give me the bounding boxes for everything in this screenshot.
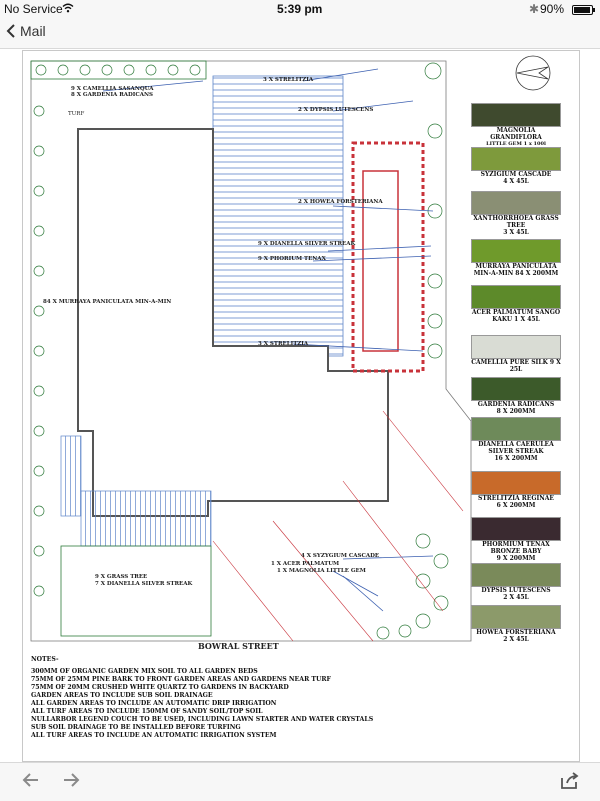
plant-photo <box>471 103 561 127</box>
plant-photo <box>471 517 561 541</box>
note-line: NULLARBOR LEGEND COUCH TO BE USED, INCLU… <box>31 716 374 723</box>
share-icon[interactable] <box>560 772 580 795</box>
battery-label: 90% <box>540 2 565 16</box>
plan-label: 3 X STRELITZIA <box>258 341 309 347</box>
status-bar: No Service 5:39 pm ✱ 90% <box>0 0 600 18</box>
wifi-icon <box>62 2 74 16</box>
plan-label: 7 X DIANELLA SILVER STREAK <box>95 581 193 587</box>
plant-detail: 2 X 45L <box>503 594 529 601</box>
bottom-toolbar <box>0 762 600 801</box>
plant-legend-item: PHORMIUM TENAX BRONZE BABY 9 X 200MM <box>471 517 561 562</box>
plan-label: 3 X STRELITZIA <box>263 77 314 83</box>
landscape-plan-document[interactable]: 9 X CAMELLIA SASANQUA 8 X GARDENIA RADIC… <box>22 50 580 762</box>
arrow-left-icon[interactable] <box>22 772 40 793</box>
plant-name: XANTHORRHOEA GRASS TREE <box>473 215 559 229</box>
plant-name: SYZIGIUM CASCADE <box>480 171 552 178</box>
clock: 5:39 pm <box>277 2 323 16</box>
plant-name: CAMELLIA PURE SILK 9 X 25L <box>471 359 561 373</box>
plant-photo <box>471 417 561 441</box>
plant-legend-item: MAGNOLIA GRANDIFLORA LITTLE GEM 1 x 100l <box>471 103 561 148</box>
plant-photo <box>471 377 561 401</box>
bluetooth-icon: ✱ <box>529 2 540 16</box>
plant-legend-item: DIANELLA CAERULEA SILVER STREAK 16 X 200… <box>471 417 561 462</box>
plan-label: 8 X GARDENIA RADICANS <box>71 92 154 98</box>
plant-legend-item: MURRAYA PANICULATA MIN-A-MIN 84 X 200MM <box>471 239 561 277</box>
note-line: ALL TURF AREAS TO INCLUDE 150MM OF SANDY… <box>31 708 263 715</box>
plant-detail: LITTLE GEM 1 x 100l <box>486 141 546 147</box>
plant-legend-item: STRELITZIA REGINAE 6 X 200MM <box>471 471 561 509</box>
plant-name: ACER PALMATUM SANGO KAKU 1 X 45L <box>471 309 561 323</box>
plant-detail: 8 X 200MM <box>496 408 536 415</box>
note-line: GARDEN AREAS TO INCLUDE SUB SOIL DRAINAG… <box>31 692 213 699</box>
plant-photo <box>471 605 561 629</box>
site-plan-drawing <box>30 55 551 642</box>
plan-label: 9 X DIANELLA SILVER STREAK <box>258 241 356 247</box>
plant-photo <box>471 335 561 359</box>
note-line: 75MM OF 20MM CRUSHED WHITE QUARTZ TO GAR… <box>31 684 289 691</box>
note-line: ALL TURF AREAS TO INCLUDE AN AUTOMATIC I… <box>31 732 277 739</box>
plant-detail: 4 X 45L <box>503 178 529 185</box>
plant-name: PHORMIUM TENAX BRONZE BABY <box>482 541 550 555</box>
plant-name: HOWEA FORSTERIANA <box>476 629 556 636</box>
note-line: SUB SOIL DRAINAGE TO BE INSTALLED BEFORE… <box>31 724 241 731</box>
plan-label: 9 X CAMELLIA SASANQUA <box>71 86 154 92</box>
plant-detail: 2 X 45L <box>503 636 529 643</box>
back-button[interactable]: Mail <box>6 23 46 39</box>
plant-photo <box>471 191 561 215</box>
plant-detail: 9 X 200MM <box>496 555 536 562</box>
plan-label: 1 X ACER PALMATUM <box>271 561 340 567</box>
notes-title: NOTES- <box>31 656 59 663</box>
plant-legend-item: HOWEA FORSTERIANA 2 X 45L <box>471 605 561 643</box>
plan-label: 84 X MURRAYA PANICULATA MIN-A-MIN <box>43 299 172 305</box>
plant-name: GARDENIA RADICANS <box>477 401 555 408</box>
battery-icon <box>572 4 596 18</box>
note-line: 75MM OF 25MM PINE BARK TO FRONT GARDEN A… <box>31 676 331 683</box>
plan-label: 2 X DYPSIS LUTESCENS <box>298 107 374 113</box>
plan-label: 9 X GRASS TREE <box>95 574 148 580</box>
street-name: BOWRAL STREET <box>198 641 279 651</box>
plant-legend-item: CAMELLIA PURE SILK 9 X 25L <box>471 335 561 373</box>
plant-legend-item: DYPSIS LUTESCENS 2 X 45L <box>471 563 561 601</box>
carrier-label: No Service <box>4 2 63 16</box>
plant-detail: 6 X 200MM <box>496 502 536 509</box>
plant-photo <box>471 239 561 263</box>
back-button-label: Mail <box>20 23 46 39</box>
chevron-left-icon <box>6 24 15 38</box>
plan-label: 2 X HOWEA FORSTERIANA <box>298 199 383 205</box>
plant-name: MAGNOLIA GRANDIFLORA <box>490 127 542 141</box>
plant-legend-item: SYZIGIUM CASCADE 4 X 45L <box>471 147 561 185</box>
note-line: ALL GARDEN AREAS TO INCLUDE AN AUTOMATIC… <box>31 700 277 707</box>
arrow-right-icon[interactable] <box>62 772 80 793</box>
plant-legend-item: GARDENIA RADICANS 8 X 200MM <box>471 377 561 415</box>
plan-notes: NOTES- 300MM OF ORGANIC GARDEN MIX SOIL … <box>31 656 451 740</box>
plant-detail: 16 X 200MM <box>494 455 538 462</box>
plant-name: MURRAYA PANICULATA MIN-A-MIN 84 X 200MM <box>473 263 559 277</box>
plan-label: 9 X PHORIUM TENAX <box>258 256 326 262</box>
plant-photo <box>471 147 561 171</box>
plant-name: DYPSIS LUTESCENS <box>481 587 551 594</box>
plant-legend-item: XANTHORRHOEA GRASS TREE 3 X 45L <box>471 191 561 236</box>
note-line: 300MM OF ORGANIC GARDEN MIX SOIL TO ALL … <box>31 668 258 675</box>
plant-photo <box>471 563 561 587</box>
plan-label: 4 X SYZYGIUM CASCADE <box>301 553 380 559</box>
plan-label: TURF <box>68 111 85 117</box>
plant-detail: 3 X 45L <box>503 229 529 236</box>
plant-name: DIANELLA CAERULEA SILVER STREAK <box>478 441 554 455</box>
plant-name: STRELITZIA REGINAE <box>478 495 554 502</box>
plant-photo <box>471 285 561 309</box>
nav-bar: Mail <box>0 18 600 49</box>
plant-photo <box>471 471 561 495</box>
plant-legend-item: ACER PALMATUM SANGO KAKU 1 X 45L <box>471 285 561 323</box>
compass-icon <box>515 55 551 91</box>
plan-label: 1 X MAGNOLIA LITTLE GEM <box>277 568 366 574</box>
